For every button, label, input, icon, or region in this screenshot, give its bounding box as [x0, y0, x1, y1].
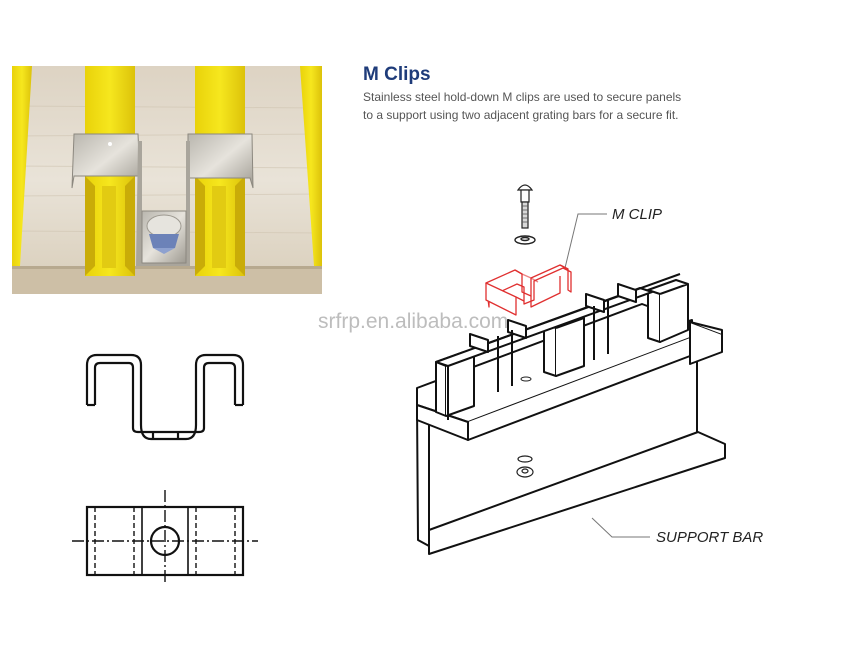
m-clip-top-view-drawing — [72, 490, 258, 585]
page-title: M Clips — [363, 64, 431, 85]
support-bar-label: SUPPORT BAR — [656, 529, 764, 546]
photo-illustration — [12, 66, 322, 294]
m-clip-icon — [485, 264, 572, 316]
bolt-icon — [516, 184, 534, 229]
m-clip-label: M CLIP — [612, 206, 663, 223]
assembly-diagram — [416, 184, 726, 555]
description-line-2: to a support using two adjacent grating … — [363, 108, 679, 122]
description: Stainless steel hold-down M clips are us… — [363, 88, 763, 124]
grating — [416, 273, 723, 441]
watermark: srfrp.en.alibaba.com — [318, 310, 509, 333]
description-line-1: Stainless steel hold-down M clips are us… — [363, 90, 682, 104]
m-clip-side-view-drawing — [85, 353, 245, 441]
product-photo — [12, 66, 322, 294]
washer-icon — [514, 235, 536, 245]
